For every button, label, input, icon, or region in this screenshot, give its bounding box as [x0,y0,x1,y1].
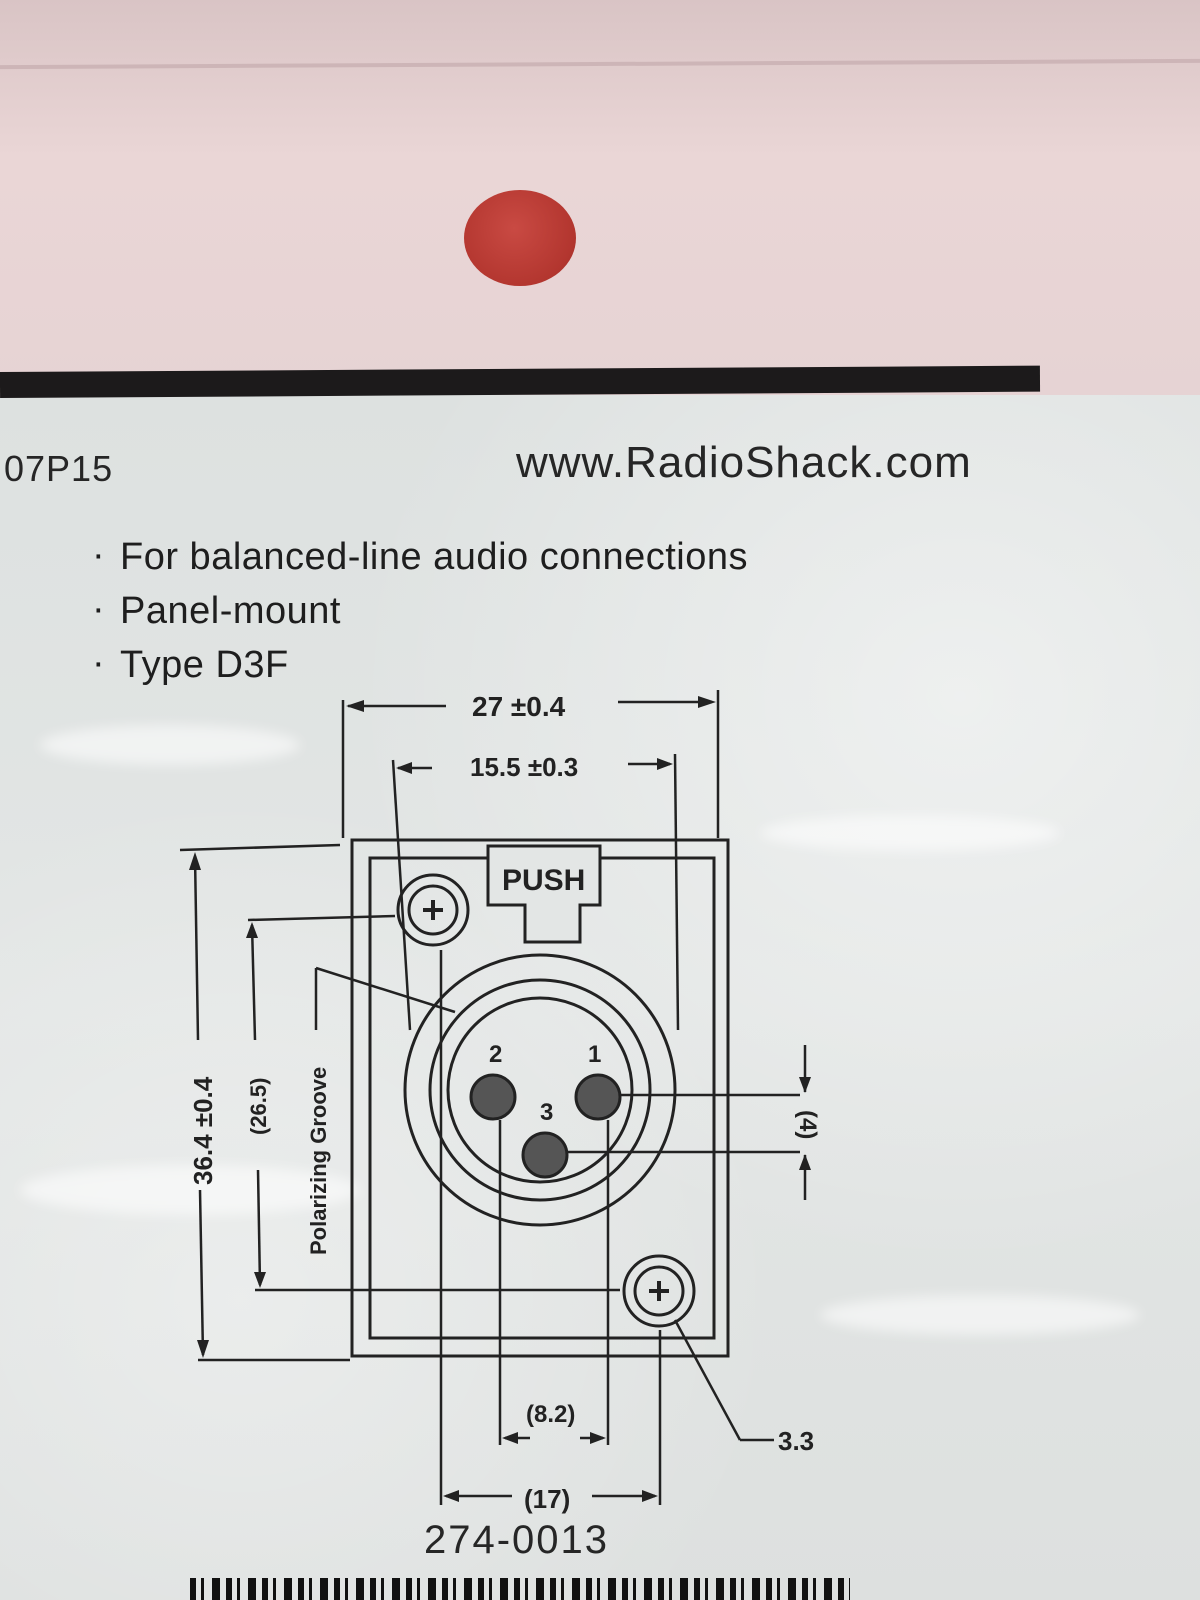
pin-3-label: 3 [540,1099,553,1126]
dim-height-overall: 36.4 ±0.4 [188,1076,218,1185]
mounting-hole-top-inner [407,884,459,936]
receptacle-inner-ring [446,996,634,1184]
website-url: www.RadioShack.com [516,438,972,487]
plastic-sheen [20,1165,360,1215]
pin-2 [469,1073,517,1121]
pin-3 [521,1131,569,1179]
dim-hole-diameter: 3.3 [778,1426,814,1456]
hang-hole [464,190,576,286]
plastic-sheen [760,815,1060,851]
feature-item: Type D3F [92,636,748,692]
dim-width-overall: 27 ±0.4 [472,691,566,722]
receptacle-middle-ring [428,978,652,1202]
feature-list: For balanced-line audio connections Pane… [92,528,748,692]
dim-width-inner: 15.5 ±0.3 [470,752,578,782]
pin-2-label: 2 [489,1041,502,1068]
plastic-sheen [40,725,300,765]
receptacle-outer-ring [403,953,677,1227]
part-number: 274-0013 [424,1518,610,1562]
dim-height-inner: (26.5) [246,1078,271,1135]
plastic-sheen [820,1295,1140,1335]
pin-1-label: 1 [588,1041,601,1068]
dim-hole-spacing: (17) [524,1484,570,1514]
pin-1 [574,1073,622,1121]
mounting-hole-top [396,873,470,947]
hole-crosses [423,900,669,1301]
feature-item: For balanced-line audio connections [92,528,748,584]
mounting-hole-bottom-inner [633,1265,685,1317]
mounting-hole-bottom [622,1254,696,1328]
dimension-arrows [189,696,811,1502]
push-tab [486,844,602,944]
dim-pin-offset: (4) [794,1110,821,1139]
package-code: 07P15 [4,448,114,489]
polarizing-groove-label: Polarizing Groove [306,1067,331,1255]
dim-pin-spacing: (8.2) [526,1401,575,1428]
panel-outline [350,838,730,1358]
push-label: PUSH [502,864,585,897]
barcode [190,1578,850,1600]
feature-item: Panel-mount [92,582,748,638]
